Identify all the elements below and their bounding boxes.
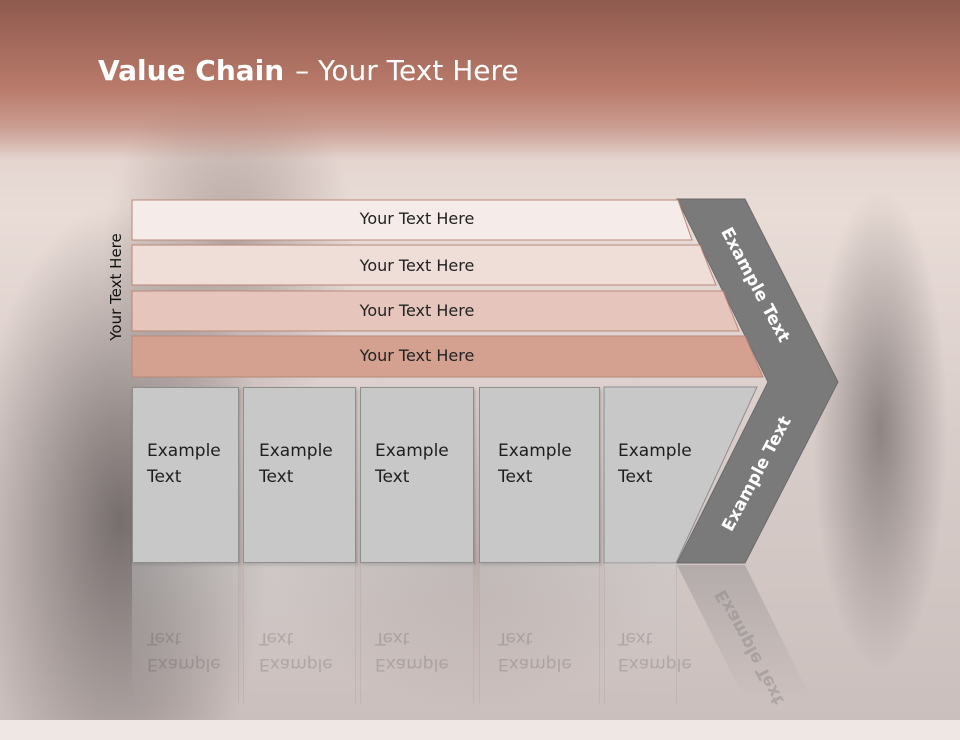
- title-band: [0, 0, 960, 160]
- activity-box-label-1: Example Text: [147, 441, 221, 487]
- box-reflection-text: Example Text: [375, 628, 449, 674]
- bar-shape-2[interactable]: [131, 244, 717, 286]
- activity-box-1[interactable]: [132, 387, 239, 563]
- box-reflection: [604, 563, 677, 703]
- bar-shape-4[interactable]: [131, 335, 764, 378]
- box-reflection-text: Example Text: [147, 628, 221, 674]
- activity-box-4[interactable]: [479, 387, 600, 563]
- activity-box-label-4: Example Text: [498, 441, 572, 487]
- activity-box-label-3: Example Text: [375, 441, 449, 487]
- box-reflection-text: Example Text: [259, 628, 333, 674]
- box-reflection: [360, 563, 474, 703]
- title-rest: – Your Text Here: [286, 54, 519, 87]
- bar-label-1: Your Text Here: [359, 209, 475, 228]
- box-5-shape: [603, 386, 758, 564]
- box-reflection: [132, 563, 239, 703]
- bar-label-4: Your Text Here: [359, 346, 475, 365]
- chevron-arrow[interactable]: [676, 198, 839, 564]
- bar-shape-3[interactable]: [131, 290, 740, 332]
- value-chain-graphic: [131, 198, 839, 700]
- activity-box-label-5: Example Text: [618, 441, 692, 487]
- activity-box-3[interactable]: [360, 387, 474, 563]
- box-reflection: [479, 563, 600, 703]
- bar-label-2: Your Text Here: [359, 256, 475, 275]
- bar-label-3: Your Text Here: [359, 301, 475, 320]
- box-reflection-text: Example Text: [498, 628, 572, 674]
- title-bold: Value Chain: [98, 54, 285, 87]
- activity-box-2[interactable]: [243, 387, 356, 563]
- activity-box-label-2: Example Text: [259, 441, 333, 487]
- slide-title[interactable]: Value Chain – Your Text Here: [98, 54, 519, 87]
- chevron-reflection: [677, 565, 812, 700]
- bar-shape-1[interactable]: [131, 199, 693, 241]
- box-reflection-text: Example Text: [618, 628, 692, 674]
- box-reflection: [243, 563, 356, 703]
